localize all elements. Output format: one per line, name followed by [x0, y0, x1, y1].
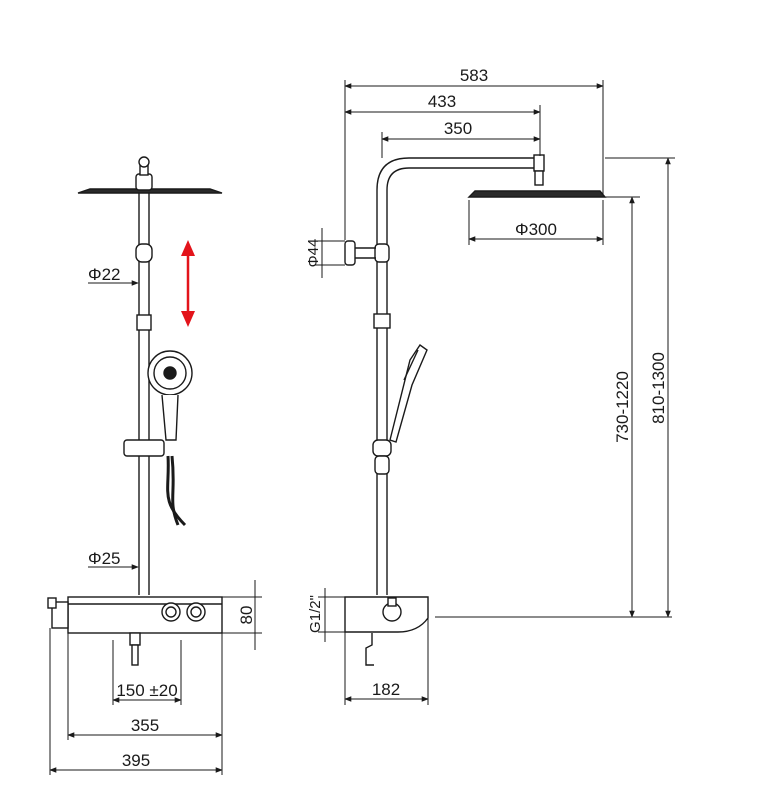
label-head-diameter: Φ300: [515, 220, 557, 239]
height-adjust-arrow: [181, 240, 195, 327]
label-height-total: 810-1300: [649, 352, 668, 424]
side-riser-pipe: [372, 157, 536, 595]
label-reach-total: 583: [460, 66, 488, 85]
side-dimensions: [315, 80, 675, 705]
label-thread: G1/2": [307, 595, 324, 633]
side-view: [344, 154, 607, 666]
label-holder-diameter: Φ44: [305, 239, 322, 268]
side-shower-head: [467, 154, 607, 198]
label-mixer-height: 80: [237, 606, 256, 625]
front-mixer: [47, 596, 223, 666]
label-reach-outer: 433: [428, 92, 456, 111]
label-diameter-22: Φ22: [88, 265, 120, 284]
front-dimensions: [49, 280, 262, 775]
label-height-head: 730-1220: [613, 371, 632, 443]
side-mixer: [344, 596, 429, 666]
label-overall-width: 395: [122, 751, 150, 770]
label-inlet-spacing: 150 ±20: [116, 681, 177, 700]
front-riser-pipe: [123, 193, 165, 595]
side-hand-shower: [389, 344, 428, 443]
label-reach-arm: 350: [444, 119, 472, 138]
label-mixer-width: 355: [131, 716, 159, 735]
label-diameter-25: Φ25: [88, 549, 120, 568]
front-hand-shower: [147, 350, 193, 527]
label-mixer-depth: 182: [372, 680, 400, 699]
side-holder: [344, 240, 376, 266]
front-shower-head: [77, 156, 223, 194]
front-view: [47, 156, 223, 666]
